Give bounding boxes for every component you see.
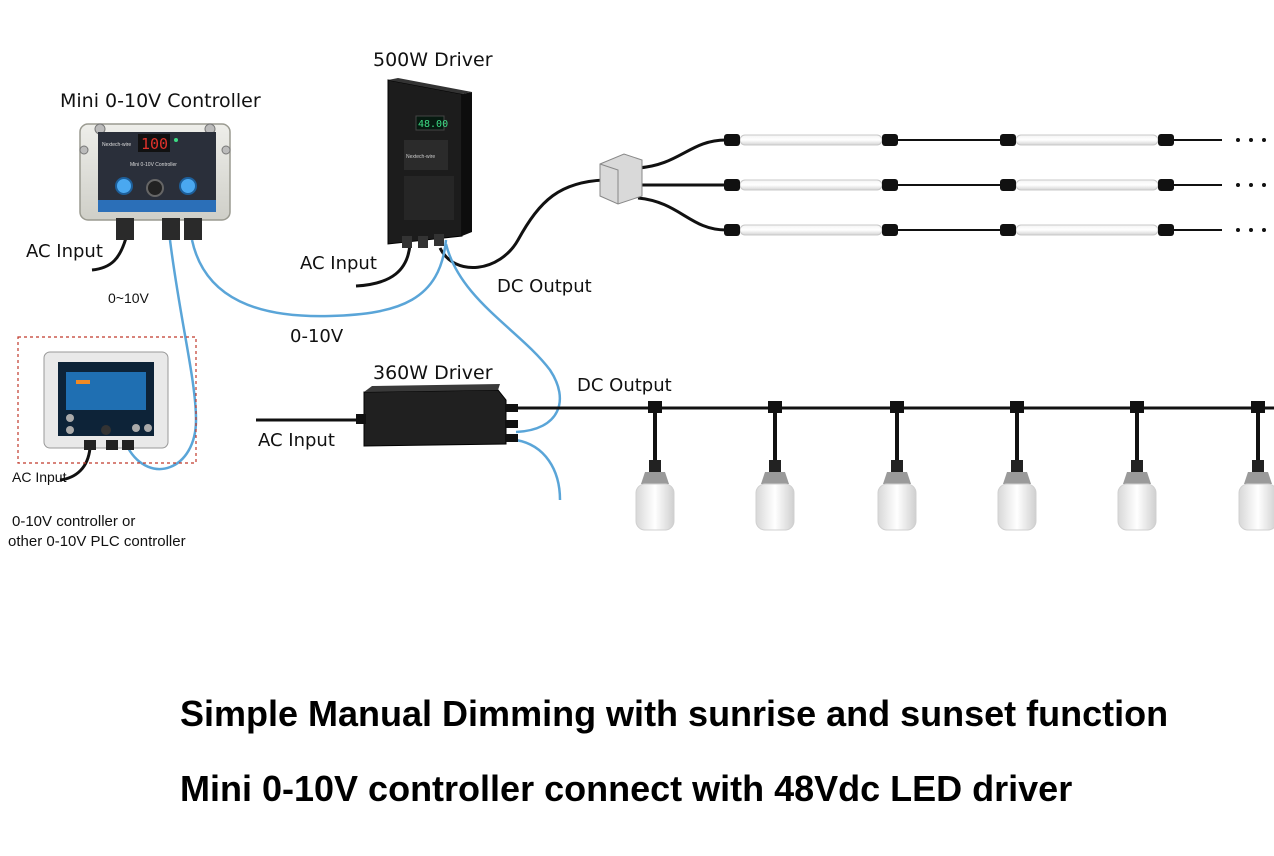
tube-light bbox=[1000, 179, 1174, 191]
splitter-box bbox=[599, 153, 643, 205]
caption-line2: Mini 0-10V controller connect with 48Vdc… bbox=[180, 768, 1073, 809]
dc-output-label-500w: DC Output bbox=[497, 276, 592, 297]
bulb-light bbox=[755, 401, 795, 531]
controller-model-text: Mini 0-10V Controller bbox=[130, 162, 177, 168]
tube-light bbox=[724, 224, 898, 236]
continuation-dot bbox=[1249, 183, 1253, 187]
ac-cable-controller bbox=[91, 237, 128, 272]
continuation-dot bbox=[1249, 228, 1253, 232]
controller-brand-text: Nextech-wire bbox=[102, 142, 131, 148]
bulb-light bbox=[1117, 401, 1157, 531]
plc-controller-device bbox=[43, 351, 169, 450]
signal-label-controller: 0~10V bbox=[108, 290, 149, 306]
tube-light bbox=[1000, 224, 1174, 236]
plc-label-line1: 0-10V controller or bbox=[12, 513, 136, 530]
splitter-out-3 bbox=[637, 196, 727, 232]
continuation-dot bbox=[1262, 183, 1266, 187]
driver-360w-device bbox=[356, 384, 518, 447]
signal-cable-controller-to-500w bbox=[190, 239, 448, 318]
continuation-dot bbox=[1236, 183, 1240, 187]
caption-line1: Simple Manual Dimming with sunrise and s… bbox=[180, 693, 1169, 734]
dc-output-label-360w: DC Output bbox=[577, 375, 672, 396]
signal-cable-500w-to-360w bbox=[444, 243, 561, 434]
dc-cable-500w bbox=[438, 178, 605, 270]
signal-label-500w: 0-10V bbox=[290, 326, 344, 347]
controller-display-text: 100 bbox=[141, 135, 168, 153]
ac-input-label-360w: AC Input bbox=[258, 430, 335, 451]
tube-light bbox=[724, 179, 898, 191]
signal-cables bbox=[126, 239, 562, 501]
bulb-light bbox=[877, 401, 917, 531]
ac-input-label-plc: AC Input bbox=[12, 469, 67, 485]
plc-label-line2: other 0-10V PLC controller bbox=[8, 533, 186, 550]
driver-500w-label: 500W Driver bbox=[373, 49, 493, 71]
signal-cable-360w-out bbox=[515, 438, 562, 501]
ac-cable-500w bbox=[355, 243, 412, 288]
ac-cable-plc bbox=[59, 447, 92, 482]
continuation-dot bbox=[1262, 228, 1266, 232]
plc-controller-frame bbox=[17, 336, 197, 464]
power-cables bbox=[59, 138, 727, 482]
tube-light bbox=[724, 134, 898, 146]
driver-500w-device bbox=[387, 78, 472, 248]
driver-500w-display-text: 48.00 bbox=[418, 119, 448, 130]
mini-controller-label: Mini 0-10V Controller bbox=[60, 90, 261, 112]
driver-500w-brand-text: Nextech-wire bbox=[406, 154, 435, 160]
mini-controller-device bbox=[79, 123, 231, 240]
continuation-dot bbox=[1236, 138, 1240, 142]
splitter-out-1 bbox=[637, 138, 727, 170]
tube-light bbox=[1000, 134, 1174, 146]
tube-lights bbox=[724, 134, 1266, 236]
bulb-light bbox=[1238, 401, 1274, 531]
continuation-dot bbox=[1249, 138, 1253, 142]
bulb-light bbox=[635, 401, 675, 531]
bulb-lights bbox=[635, 401, 1274, 531]
ac-input-label-controller: AC Input bbox=[26, 241, 103, 262]
continuation-dot bbox=[1236, 228, 1240, 232]
bulb-light bbox=[997, 401, 1037, 531]
continuation-dot bbox=[1262, 138, 1266, 142]
driver-360w-label: 360W Driver bbox=[373, 362, 493, 384]
ac-input-label-500w: AC Input bbox=[300, 253, 377, 274]
